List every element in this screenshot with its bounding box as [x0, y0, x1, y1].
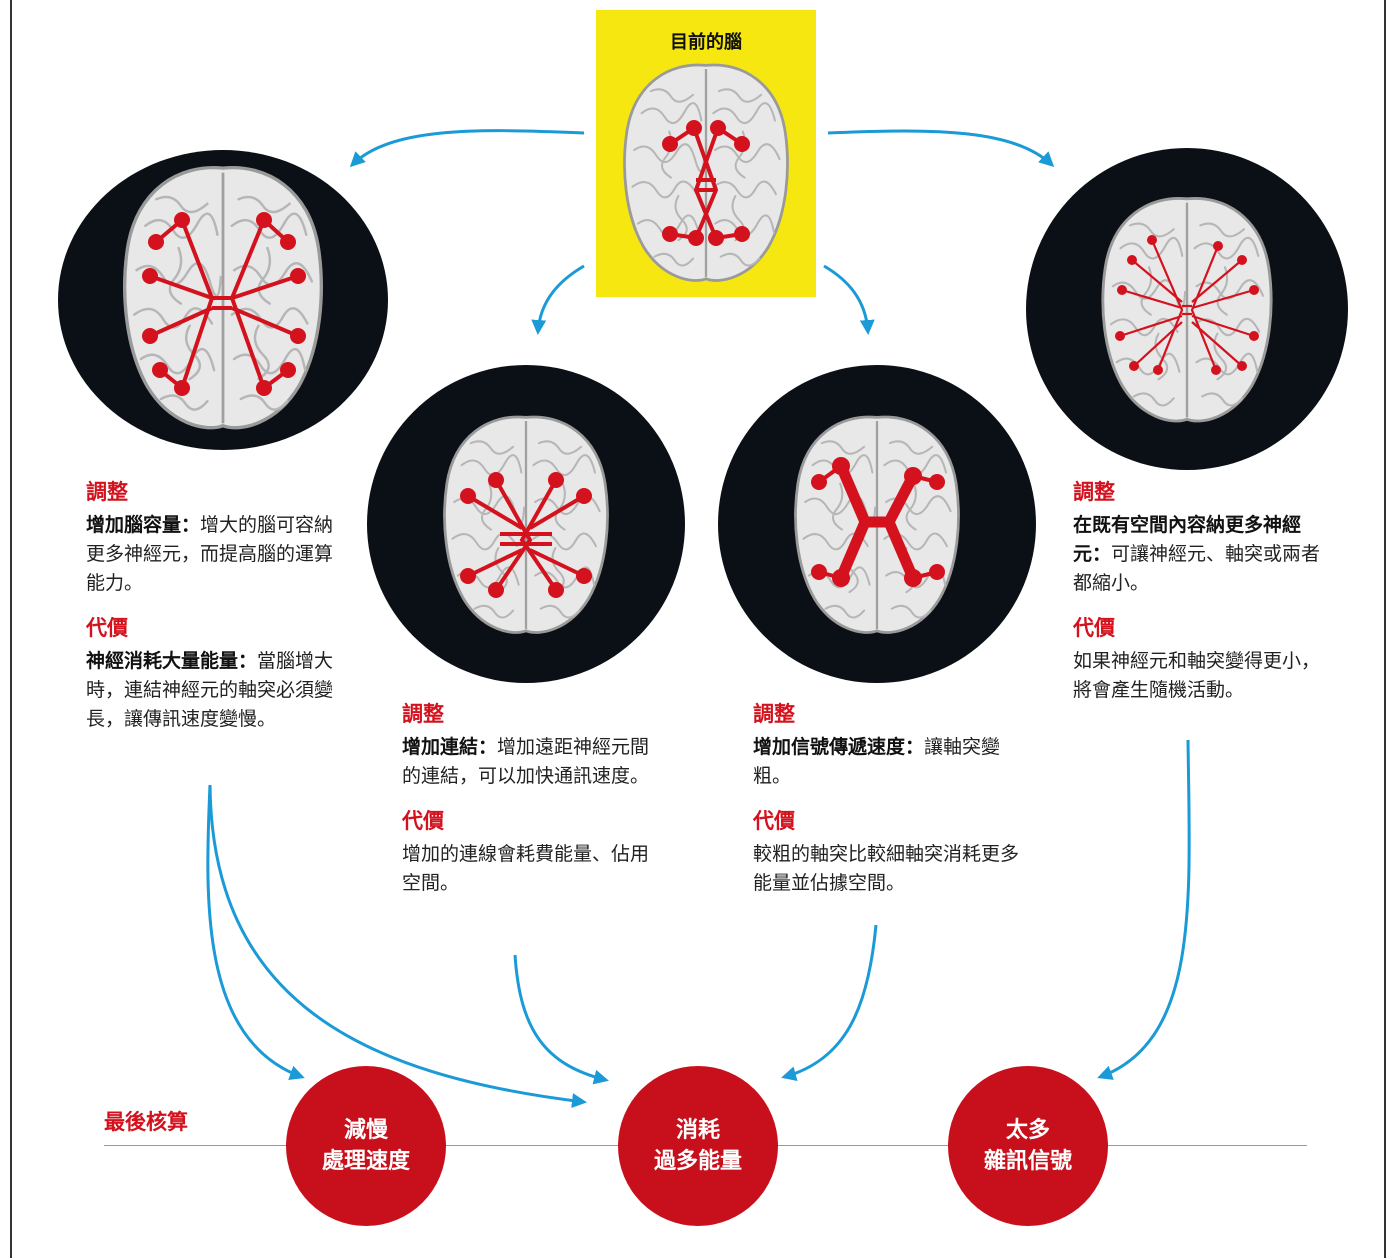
adjustment-lead: 增加腦容量： — [86, 514, 201, 536]
current-brain-illustration — [623, 63, 789, 282]
cost-body: 如果神經元和軸突變得更小，將會產生隨機活動。 — [1073, 650, 1321, 701]
page-frame-left — [10, 0, 12, 1258]
result-line1: 太多 — [1005, 1118, 1050, 1143]
result-slow-processing: 減慢 處理速度 — [286, 1066, 446, 1226]
thicker-axons-brain-illustration — [794, 415, 960, 634]
arrow-to-thicker-axons — [823, 264, 875, 335]
current-brain-panel: 目前的腦 — [596, 10, 816, 297]
adjustment-lead: 增加信號傳遞速度： — [753, 736, 925, 758]
result-noisy-signals: 太多 雜訊信號 — [948, 1066, 1108, 1226]
adjustment-body: 可讓神經元、軸突或兩者都縮小。 — [1073, 543, 1321, 594]
arrow-to-more-connections — [531, 264, 585, 335]
adjustment-heading: 調整 — [86, 480, 128, 504]
arrow-to-larger-brain — [349, 129, 585, 168]
result-line2: 雜訊信號 — [983, 1149, 1072, 1174]
adjustment-heading: 調整 — [753, 702, 795, 726]
cost-lead: 神經消耗大量能量： — [86, 650, 258, 672]
arrow-center-right-to-energy — [781, 924, 878, 1081]
page-frame-right — [1384, 0, 1386, 1258]
arrow-to-denser-neurons — [827, 129, 1055, 168]
denser-neurons-text: 調整 在既有空間內容納更多神經元：可讓神經元、軸突或兩者都縮小。 代價 如果神經… — [1073, 478, 1331, 721]
adjustment-heading: 調整 — [1073, 480, 1115, 504]
larger-brain-text: 調整 增加腦容量：增大的腦可容納更多神經元，而提高腦的運算能力。 代價 神經消耗… — [86, 478, 351, 750]
adjustment-body: 增大的腦可容納更多神經元，而提高腦的運算能力。 — [86, 514, 334, 594]
adjustment-body: 讓軸突變粗。 — [753, 736, 1001, 787]
current-brain-title: 目前的腦 — [670, 32, 742, 53]
cost-heading: 代價 — [86, 616, 128, 640]
result-line2: 過多能量 — [653, 1149, 742, 1174]
adjustment-heading: 調整 — [402, 702, 444, 726]
more-connections-brain-illustration — [443, 415, 609, 634]
result-line1: 減慢 — [343, 1118, 388, 1143]
arrow-center-left-to-energy — [513, 954, 609, 1085]
adjustment-lead: 在既有空間內容納更多神經元： — [1073, 514, 1302, 565]
thicker-axons-text: 調整 增加信號傳遞速度：讓軸突變粗。 代價 較粗的軸突比較細軸突消耗更多能量並佔… — [753, 700, 1023, 914]
adjustment-body: 增加遠距神經元間的連結，可以加快通訊速度。 — [402, 736, 650, 787]
cost-heading: 代價 — [402, 809, 444, 833]
more-connections-text: 調整 增加連結：增加遠距神經元間的連結，可以加快通訊速度。 代價 增加的連線會耗… — [402, 700, 664, 914]
cost-body: 增加的連線會耗費能量、佔用空間。 — [402, 843, 650, 894]
cost-heading: 代價 — [753, 809, 795, 833]
result-line1: 消耗 — [675, 1118, 720, 1143]
result-line2: 處理速度 — [321, 1149, 410, 1174]
result-excess-energy: 消耗 過多能量 — [618, 1066, 778, 1226]
cost-body: 較粗的軸突比較細軸突消耗更多能量並佔據空間。 — [753, 843, 1020, 894]
larger-brain-illustration — [123, 165, 323, 430]
adjustment-lead: 增加連結： — [402, 736, 498, 758]
cost-heading: 代價 — [1073, 616, 1115, 640]
final-reckoning-label: 最後核算 — [104, 1110, 188, 1134]
arrow-right-to-noise — [1097, 739, 1191, 1080]
arrow-left-to-energy — [208, 784, 587, 1109]
denser-neurons-brain-illustration — [1101, 197, 1273, 423]
arrow-left-to-slow — [206, 784, 305, 1080]
cost-body: 當腦增大時，連結神經元的軸突必須變長，讓傳訊速度變慢。 — [86, 650, 334, 730]
